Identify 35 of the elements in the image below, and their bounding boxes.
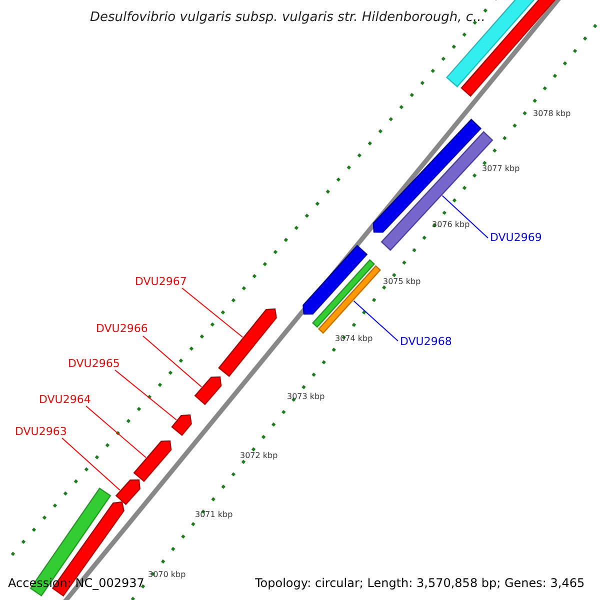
tick-label: 3070 kbp	[148, 571, 186, 579]
gene-feature	[194, 376, 222, 406]
leader-line	[442, 195, 488, 238]
accession-text: Accession: NC_002937	[8, 577, 144, 589]
genome-summary-text: Topology: circular; Length: 3,570,858 bp; Genes: 3,465	[255, 577, 585, 589]
tick-label: 3072 kbp	[240, 452, 278, 460]
tick-label: 3076 kbp	[432, 221, 470, 229]
gene-feature	[312, 259, 376, 328]
leader-line	[353, 300, 398, 342]
leader-line	[114, 370, 177, 420]
map-title: Desulfovibrio vulgaris subsp. vulgaris str. Hildenborough, c...	[90, 11, 486, 24]
tick-label: 3071 kbp	[195, 511, 233, 519]
leader-line	[142, 336, 202, 388]
gene-feature	[302, 244, 368, 315]
tick-label: 3078 kbp	[533, 110, 571, 118]
gene-label: DVU2965	[68, 358, 120, 369]
gene-feature	[372, 118, 482, 233]
tick-label: 3073 kbp	[287, 393, 325, 401]
gene-label: DVU2968	[400, 336, 452, 347]
leader-line	[182, 288, 244, 338]
leader-line	[86, 406, 146, 458]
gene-feature	[171, 414, 192, 436]
gene-label: DVU2969	[490, 232, 542, 243]
gene-label: DVU2964	[39, 394, 91, 405]
tick-label: 3077 kbp	[482, 165, 520, 173]
gene-feature	[318, 265, 382, 334]
gene-label: DVU2967	[135, 276, 187, 287]
gene-feature	[115, 479, 140, 506]
gene-feature	[218, 308, 277, 377]
tick-label: 3075 kbp	[383, 278, 421, 286]
tick-label: 3074 kbp	[335, 335, 373, 343]
gene-label: DVU2966	[96, 323, 148, 334]
gene-feature	[133, 440, 172, 482]
leader-line	[62, 438, 120, 491]
gene-label: DVU2963	[15, 426, 67, 437]
